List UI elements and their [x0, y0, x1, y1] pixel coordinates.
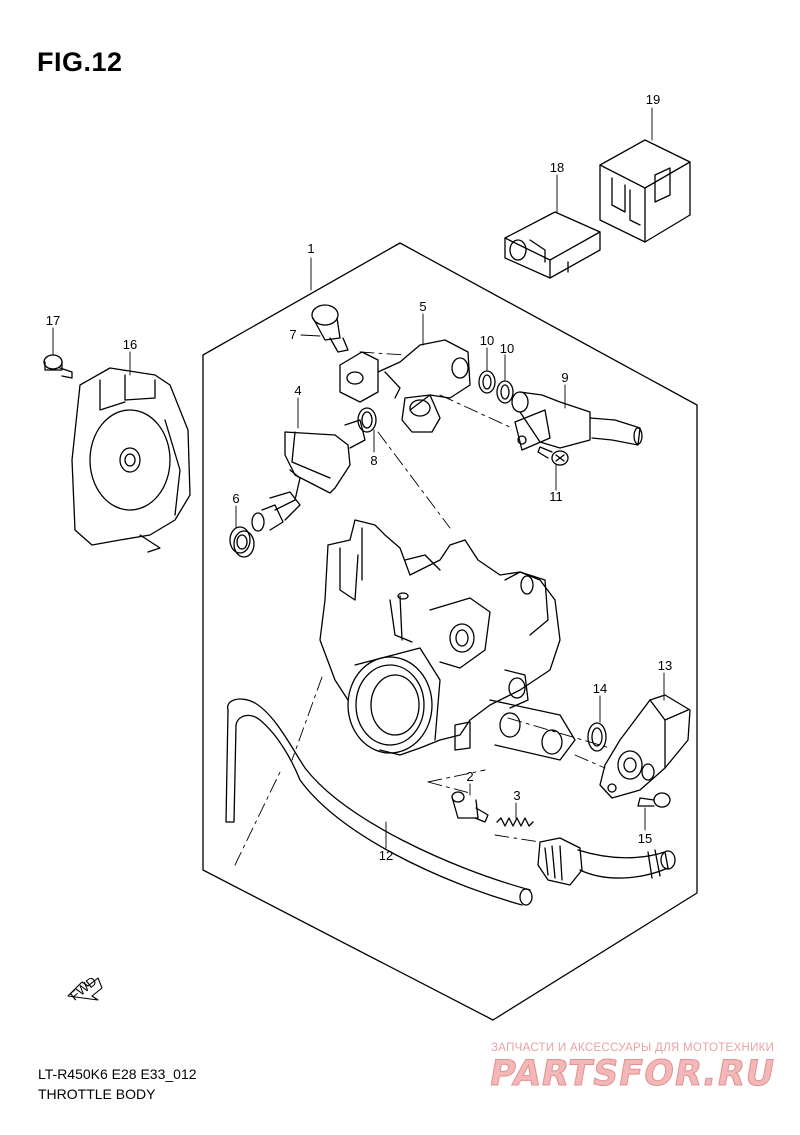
part-3-spring [496, 817, 534, 827]
label-12: 12 [379, 848, 393, 863]
part-14-o-ring [587, 722, 607, 752]
part-number-labels: 1 2 3 4 5 6 7 8 9 10 10 11 12 13 14 15 1… [46, 92, 672, 1003]
label-14: 14 [593, 681, 607, 696]
part-5-joint [339, 339, 471, 433]
throttle-body [319, 519, 576, 761]
part-13-throttle-position-sensor [599, 694, 691, 799]
label-17: 17 [46, 313, 60, 328]
alignment-lines [234, 351, 611, 866]
fwd-arrow [67, 977, 103, 1001]
watermark-tagline: ЗАПЧАСТИ И АКСЕССУАРЫ ДЛЯ МОТОТЕХНИКИ [491, 1042, 775, 1054]
part-12-hose [225, 698, 533, 906]
part-15-screw [637, 792, 671, 808]
model-code: LT-R450K6 E28 E33_012 [38, 1066, 197, 1082]
part-10-o-ring-a [478, 370, 496, 394]
part-17-screw [43, 354, 73, 379]
leader-lines [52, 107, 665, 849]
label-11: 11 [549, 489, 563, 504]
label-2: 2 [466, 769, 473, 784]
part-11-screw [537, 446, 569, 466]
part-6-seal [229, 526, 255, 558]
label-4: 4 [294, 383, 301, 398]
label-9: 9 [561, 370, 568, 385]
fwd-label: FWD [67, 973, 100, 1003]
label-6: 6 [232, 491, 239, 506]
part-18-sensor-connector [504, 211, 601, 279]
label-19: 19 [646, 92, 660, 107]
part-10-o-ring-b [496, 380, 514, 404]
watermark-logo: PARTSFOR.RU [486, 1054, 779, 1095]
part-16-bracket [71, 367, 191, 553]
label-15: 15 [638, 831, 652, 846]
label-13: 13 [658, 658, 672, 673]
label-5: 5 [419, 299, 426, 314]
part-4-fuel-injector [251, 419, 366, 532]
label-7: 7 [289, 327, 296, 342]
figure-title: FIG.12 [37, 47, 123, 77]
label-10a: 10 [480, 333, 494, 348]
part-7-bolt [311, 304, 349, 353]
label-10b: 10 [500, 341, 514, 356]
part-2-screw [451, 791, 489, 823]
section-title: THROTTLE BODY [38, 1086, 156, 1102]
label-8: 8 [370, 453, 377, 468]
part-9-joint-pipe [511, 391, 643, 451]
label-18: 18 [550, 160, 564, 175]
part-19-coupler [599, 139, 691, 243]
label-1: 1 [307, 241, 314, 256]
label-16: 16 [123, 337, 137, 352]
assembly-frame [202, 242, 698, 1021]
label-3: 3 [513, 788, 520, 803]
vacuum-fitting [537, 837, 676, 886]
